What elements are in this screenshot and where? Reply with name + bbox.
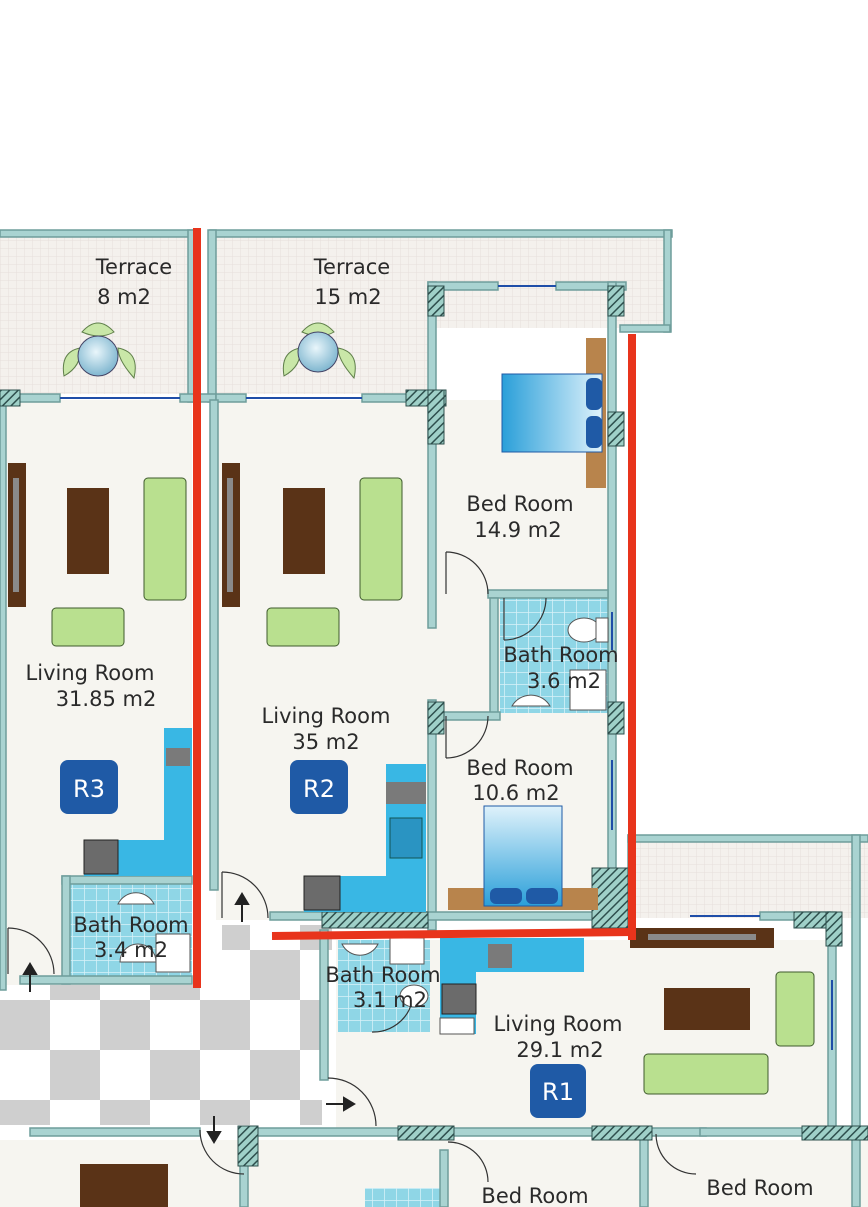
bed-r2-bottom [448,805,598,910]
furniture-r2 [222,463,403,647]
kitchen-r3 [83,728,192,876]
living-r2-name: Living Room [262,704,391,728]
bath-r3-name: Bath Room [73,913,188,937]
unit-badge-r1: R1 [530,1064,586,1118]
unit-dividers [193,228,636,988]
windows [60,285,833,1050]
terrace-r2-name: Terrace [313,255,390,279]
bath-r1-area: 3.1 m2 [353,988,427,1012]
bed-lower-mid-name: Bed Room [481,1184,588,1207]
furniture-r1 [630,928,815,1095]
furniture-lower [80,1164,168,1207]
bath-r3-area: 3.4 m2 [94,938,168,962]
doors [7,551,697,1183]
kitchen-r2 [303,764,426,912]
bath-r2-area: 3.6 m2 [527,669,601,693]
bed-r2-bottom-name: Bed Room [466,756,573,780]
bed-r2-bottom-area: 10.6 m2 [472,781,559,805]
terrace-r2-area: 15 m2 [314,285,381,309]
bed-r2-top [501,338,606,488]
room-labels: Terrace 8 m2 Terrace 15 m2 Bed Room 14.9… [26,255,814,1207]
terrace-table-r2 [282,322,356,380]
corridor-floor [0,925,332,1125]
terrace-r3-name: Terrace [95,255,172,279]
unit-badge-r2-text: R2 [303,775,335,803]
unit-badge-r1-text: R1 [542,1078,574,1106]
bed-r2-top-name: Bed Room [466,492,573,516]
unit-badge-r3-text: R3 [73,775,105,803]
living-r2-area: 35 m2 [292,730,359,754]
terrace-r3-area: 8 m2 [97,285,151,309]
bed-lower-right-name: Bed Room [706,1176,813,1200]
living-r3-area: 31.85 m2 [56,687,157,711]
unit-badge-r3: R3 [60,760,118,814]
living-r1-name: Living Room [494,1012,623,1036]
structural-columns [0,285,868,1167]
bath-r1-name: Bath Room [325,963,440,987]
terraces [0,232,868,918]
living-r3-name: Living Room [26,661,155,685]
bath-fixtures [117,617,609,1035]
entrance-arrows [22,892,356,1144]
bed-r2-top-area: 14.9 m2 [474,518,561,542]
living-r1-area: 29.1 m2 [516,1038,603,1062]
bath-r2-name: Bath Room [503,643,618,667]
unit-badge-r2: R2 [290,760,348,814]
terrace-table-r3 [62,322,136,380]
furniture-r3 [8,463,187,647]
walls [0,229,868,1207]
